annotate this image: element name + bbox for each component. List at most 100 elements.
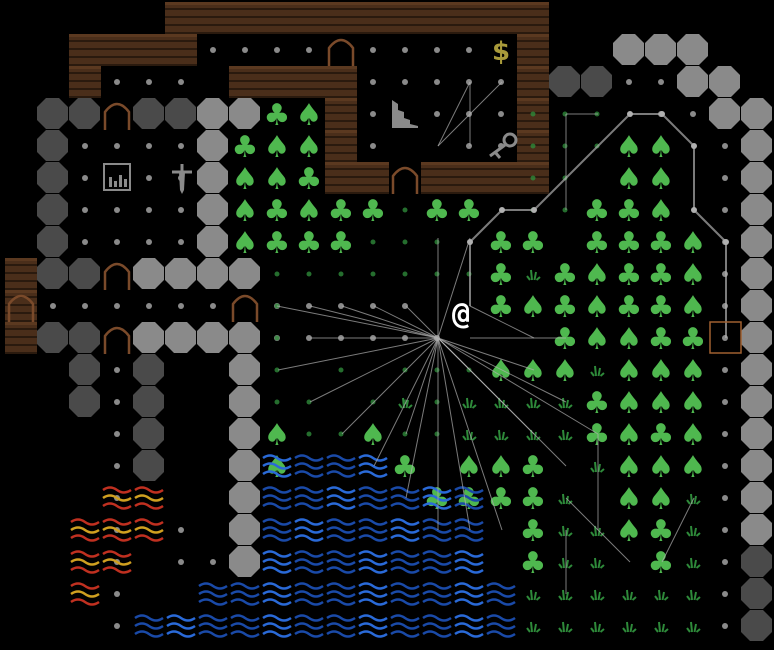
door-icon[interactable] bbox=[7, 294, 35, 322]
floor-dot bbox=[466, 47, 472, 53]
gold-pile[interactable]: $ bbox=[492, 37, 510, 67]
brick-mortar bbox=[5, 280, 37, 282]
path-line bbox=[437, 81, 471, 147]
floor-dot bbox=[370, 303, 376, 309]
grass-icon bbox=[686, 525, 701, 537]
brick-wall-tile bbox=[325, 130, 357, 162]
brick-highlight bbox=[453, 162, 485, 165]
tree-icon: ♣ bbox=[424, 194, 451, 229]
water-wave bbox=[294, 462, 324, 470]
grass-blade bbox=[590, 531, 595, 537]
brick-mortar bbox=[421, 32, 453, 34]
door-icon[interactable] bbox=[103, 102, 131, 130]
stone-wall-icon bbox=[581, 66, 612, 97]
water-icon bbox=[358, 486, 388, 510]
brick-highlight bbox=[485, 2, 517, 5]
tree-icon: ♣ bbox=[520, 482, 547, 517]
brick-mortar bbox=[517, 160, 549, 162]
tree-icon: ♠ bbox=[616, 162, 643, 197]
door-icon[interactable] bbox=[327, 38, 355, 66]
stone-wall-icon bbox=[741, 610, 772, 641]
grass-blade bbox=[599, 564, 605, 569]
water-wave bbox=[326, 590, 356, 598]
path-line bbox=[437, 337, 567, 467]
lava-wave bbox=[102, 526, 132, 534]
water-wave bbox=[294, 454, 324, 462]
grass-icon bbox=[686, 557, 701, 569]
grass-dot bbox=[434, 431, 440, 437]
door-icon[interactable] bbox=[103, 262, 131, 290]
brick-highlight bbox=[517, 34, 549, 37]
water-wave bbox=[134, 622, 164, 630]
stone-wall-icon bbox=[741, 578, 772, 609]
grass-blade bbox=[466, 429, 469, 441]
stone-wall-icon bbox=[37, 98, 68, 129]
grass-blade bbox=[597, 559, 601, 569]
water-wave bbox=[486, 598, 516, 606]
brick-highlight bbox=[517, 98, 549, 101]
water-wave bbox=[390, 558, 420, 566]
floor-dot bbox=[722, 207, 728, 213]
water-wave bbox=[358, 494, 388, 502]
water-wave bbox=[326, 598, 356, 606]
water-wave bbox=[422, 630, 452, 638]
stone-wall-icon bbox=[741, 482, 772, 513]
player-character[interactable]: @ bbox=[452, 297, 470, 332]
water-wave bbox=[454, 558, 484, 566]
grass-blade bbox=[686, 563, 691, 569]
brick-mortar bbox=[5, 312, 37, 314]
grass-blade bbox=[501, 399, 505, 409]
stone-wall-icon bbox=[229, 546, 260, 577]
stone-wall-icon bbox=[741, 354, 772, 385]
floor-dot bbox=[114, 143, 120, 149]
door-icon[interactable] bbox=[231, 294, 259, 322]
brick-highlight bbox=[69, 66, 101, 69]
grass-dot bbox=[434, 239, 440, 245]
path-line bbox=[437, 337, 503, 531]
water-wave bbox=[454, 590, 484, 598]
grass-blade bbox=[565, 623, 569, 633]
grass-blade bbox=[597, 367, 601, 377]
brick-mortar bbox=[485, 184, 517, 186]
stone-wall-icon bbox=[133, 98, 164, 129]
door-icon[interactable] bbox=[391, 166, 419, 194]
water-wave bbox=[390, 502, 420, 510]
brick-mortar bbox=[357, 184, 389, 186]
lava-wave bbox=[70, 566, 100, 574]
brick-mortar bbox=[485, 8, 517, 10]
cursor-icon[interactable] bbox=[709, 321, 742, 354]
brick-mortar bbox=[517, 8, 549, 10]
water-icon bbox=[422, 550, 452, 574]
grass-blade bbox=[594, 365, 597, 377]
grass-blade bbox=[535, 628, 541, 633]
door-icon[interactable] bbox=[103, 326, 131, 354]
brick-highlight bbox=[517, 66, 549, 69]
water-icon bbox=[390, 518, 420, 542]
water-wave bbox=[294, 622, 324, 630]
brick-mortar bbox=[453, 16, 485, 18]
grass-blade bbox=[469, 399, 473, 409]
grass-dot bbox=[434, 367, 440, 373]
brick-mortar bbox=[325, 192, 357, 194]
lava-icon bbox=[134, 518, 164, 542]
brick-mortar bbox=[261, 32, 293, 34]
brick-mortar bbox=[453, 8, 485, 10]
floor-dot bbox=[402, 47, 408, 53]
brick-mortar bbox=[325, 16, 357, 18]
brick-mortar bbox=[325, 136, 357, 138]
path-line bbox=[437, 337, 535, 371]
tree-icon: ♠ bbox=[648, 482, 675, 517]
grass-blade bbox=[565, 591, 569, 601]
water-wave bbox=[422, 502, 452, 510]
grass-blade bbox=[690, 525, 693, 537]
brick-mortar bbox=[453, 184, 485, 186]
grass-blade bbox=[631, 596, 637, 601]
brick-mortar bbox=[517, 32, 549, 34]
water-icon bbox=[358, 582, 388, 606]
brick-wall-tile bbox=[69, 34, 101, 66]
water-icon bbox=[358, 454, 388, 478]
grass-blade bbox=[663, 628, 669, 633]
water-wave bbox=[486, 630, 516, 638]
